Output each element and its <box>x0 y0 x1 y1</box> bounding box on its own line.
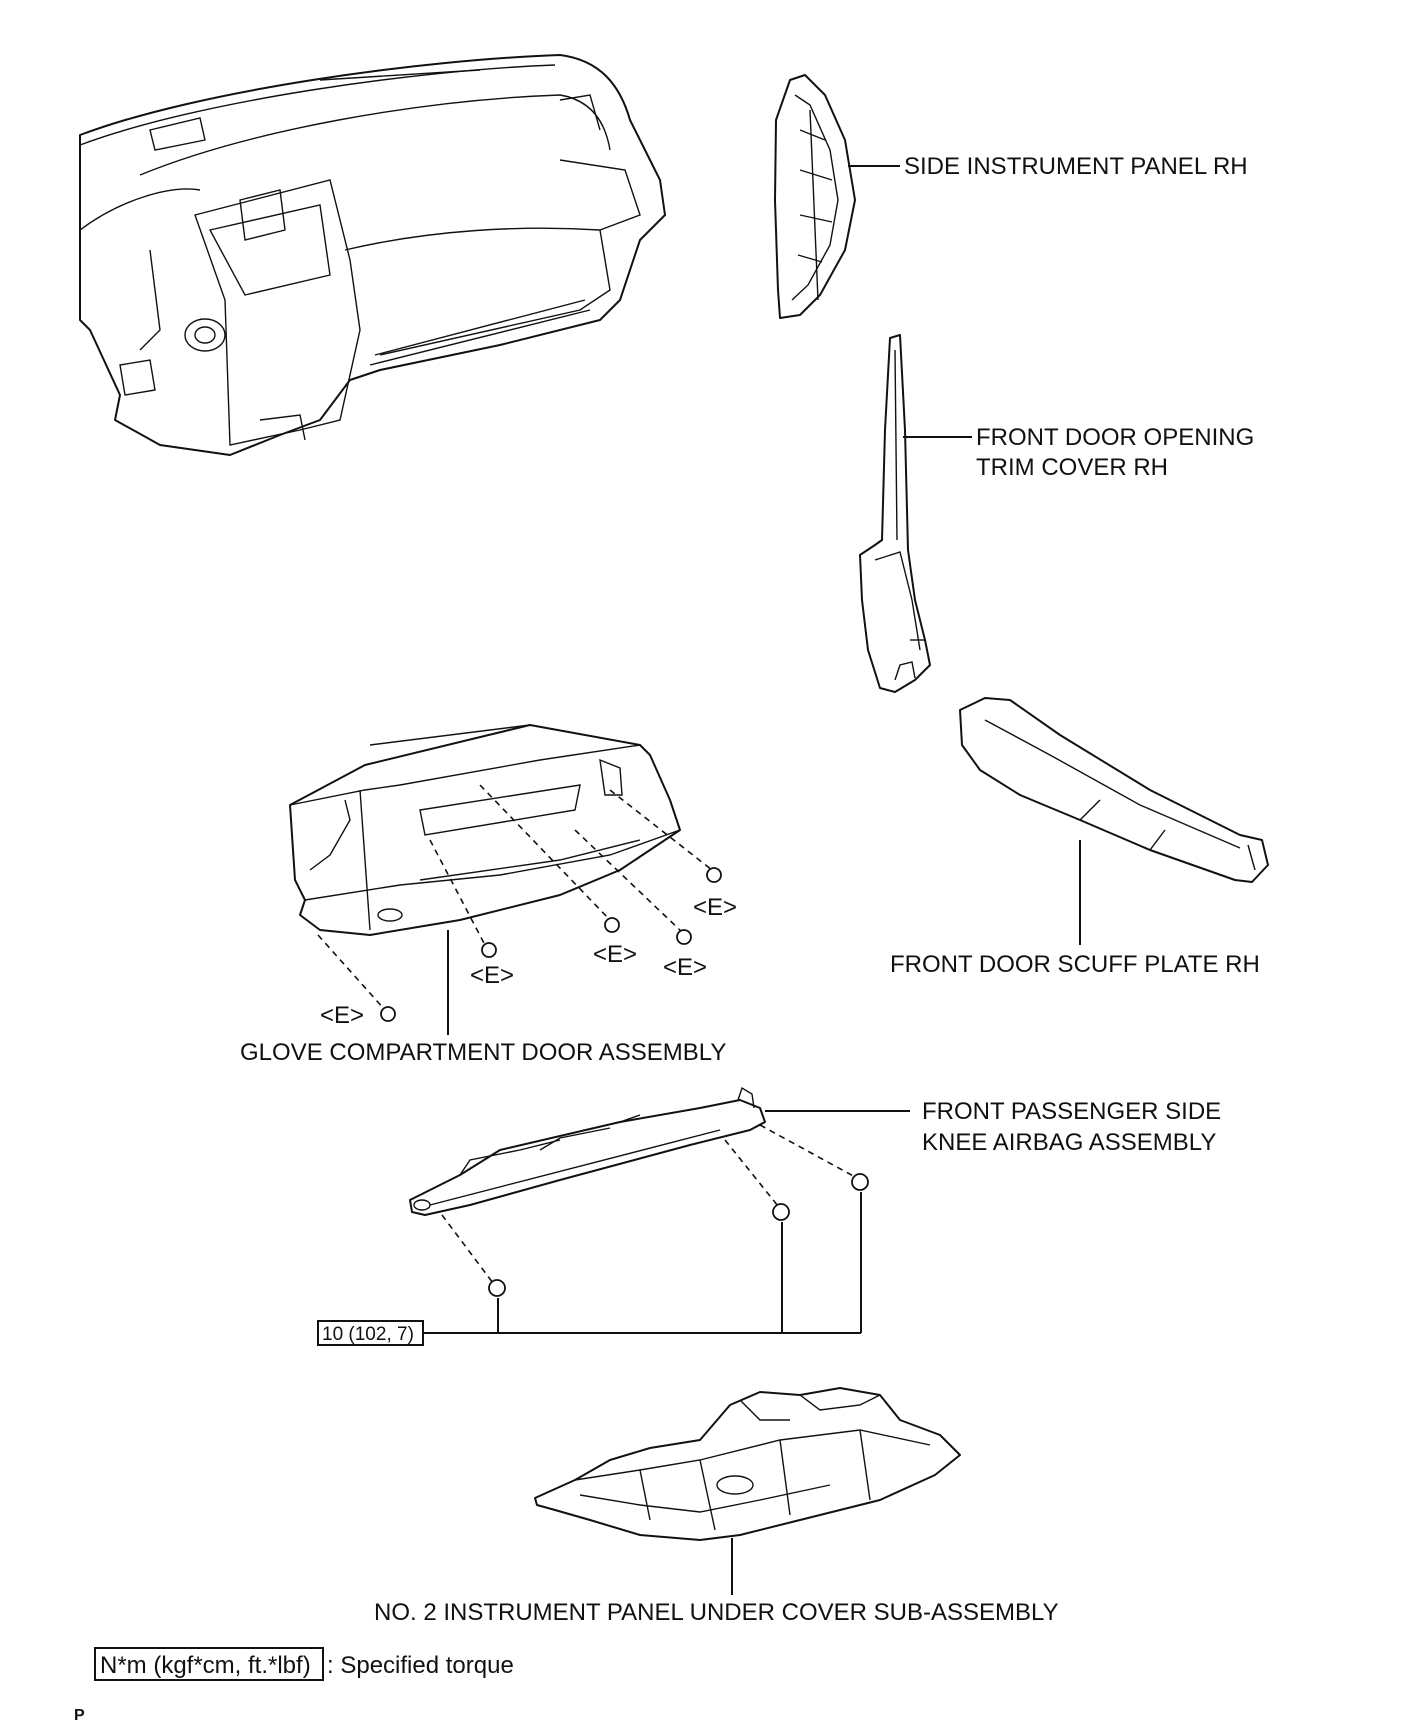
legend-description: : Specified torque <box>327 1652 514 1679</box>
knee-airbag-label-line2: KNEE AIRBAG ASSEMBLY <box>922 1129 1216 1156</box>
glove-compartment-label: GLOVE COMPARTMENT DOOR ASSEMBLY <box>240 1039 726 1066</box>
glove-compartment-illustration <box>289 724 681 936</box>
under-cover-illustration <box>534 1387 961 1541</box>
front-door-opening-trim-cover-illustration <box>859 334 931 693</box>
torque-value: 10 (102, 7) <box>322 1324 414 1345</box>
trim-cover-label-line2: TRIM COVER RH <box>976 454 1168 481</box>
legend-unit-box <box>94 1647 324 1681</box>
screw-code-e-2: <E> <box>593 941 637 968</box>
knee-airbag-label-line1: FRONT PASSENGER SIDE <box>922 1098 1221 1125</box>
screw-group-e <box>380 867 722 1022</box>
trim-cover-label-line1: FRONT DOOR OPENING <box>976 424 1254 451</box>
instrument-panel-illustration <box>79 54 666 456</box>
knee-airbag-illustration <box>409 1086 766 1216</box>
screw-code-e-3: <E> <box>470 962 514 989</box>
front-door-scuff-plate-illustration <box>959 697 1269 883</box>
screw-code-e-5: <E> <box>320 1002 364 1029</box>
screw-code-e-4: <E> <box>663 954 707 981</box>
front-door-scuff-plate-label: FRONT DOOR SCUFF PLATE RH <box>890 951 1260 978</box>
side-instrument-panel-illustration <box>774 74 856 319</box>
legend-unit-text: N*m (kgf*cm, ft.*lbf) <box>100 1652 311 1679</box>
torque-box <box>317 1320 424 1346</box>
screw-code-e-1: <E> <box>693 894 737 921</box>
page-marker: P <box>74 1707 85 1724</box>
torque-bolts <box>488 1173 869 1297</box>
under-cover-label: NO. 2 INSTRUMENT PANEL UNDER COVER SUB-A… <box>374 1599 1059 1626</box>
side-instrument-panel-label: SIDE INSTRUMENT PANEL RH <box>904 153 1248 180</box>
